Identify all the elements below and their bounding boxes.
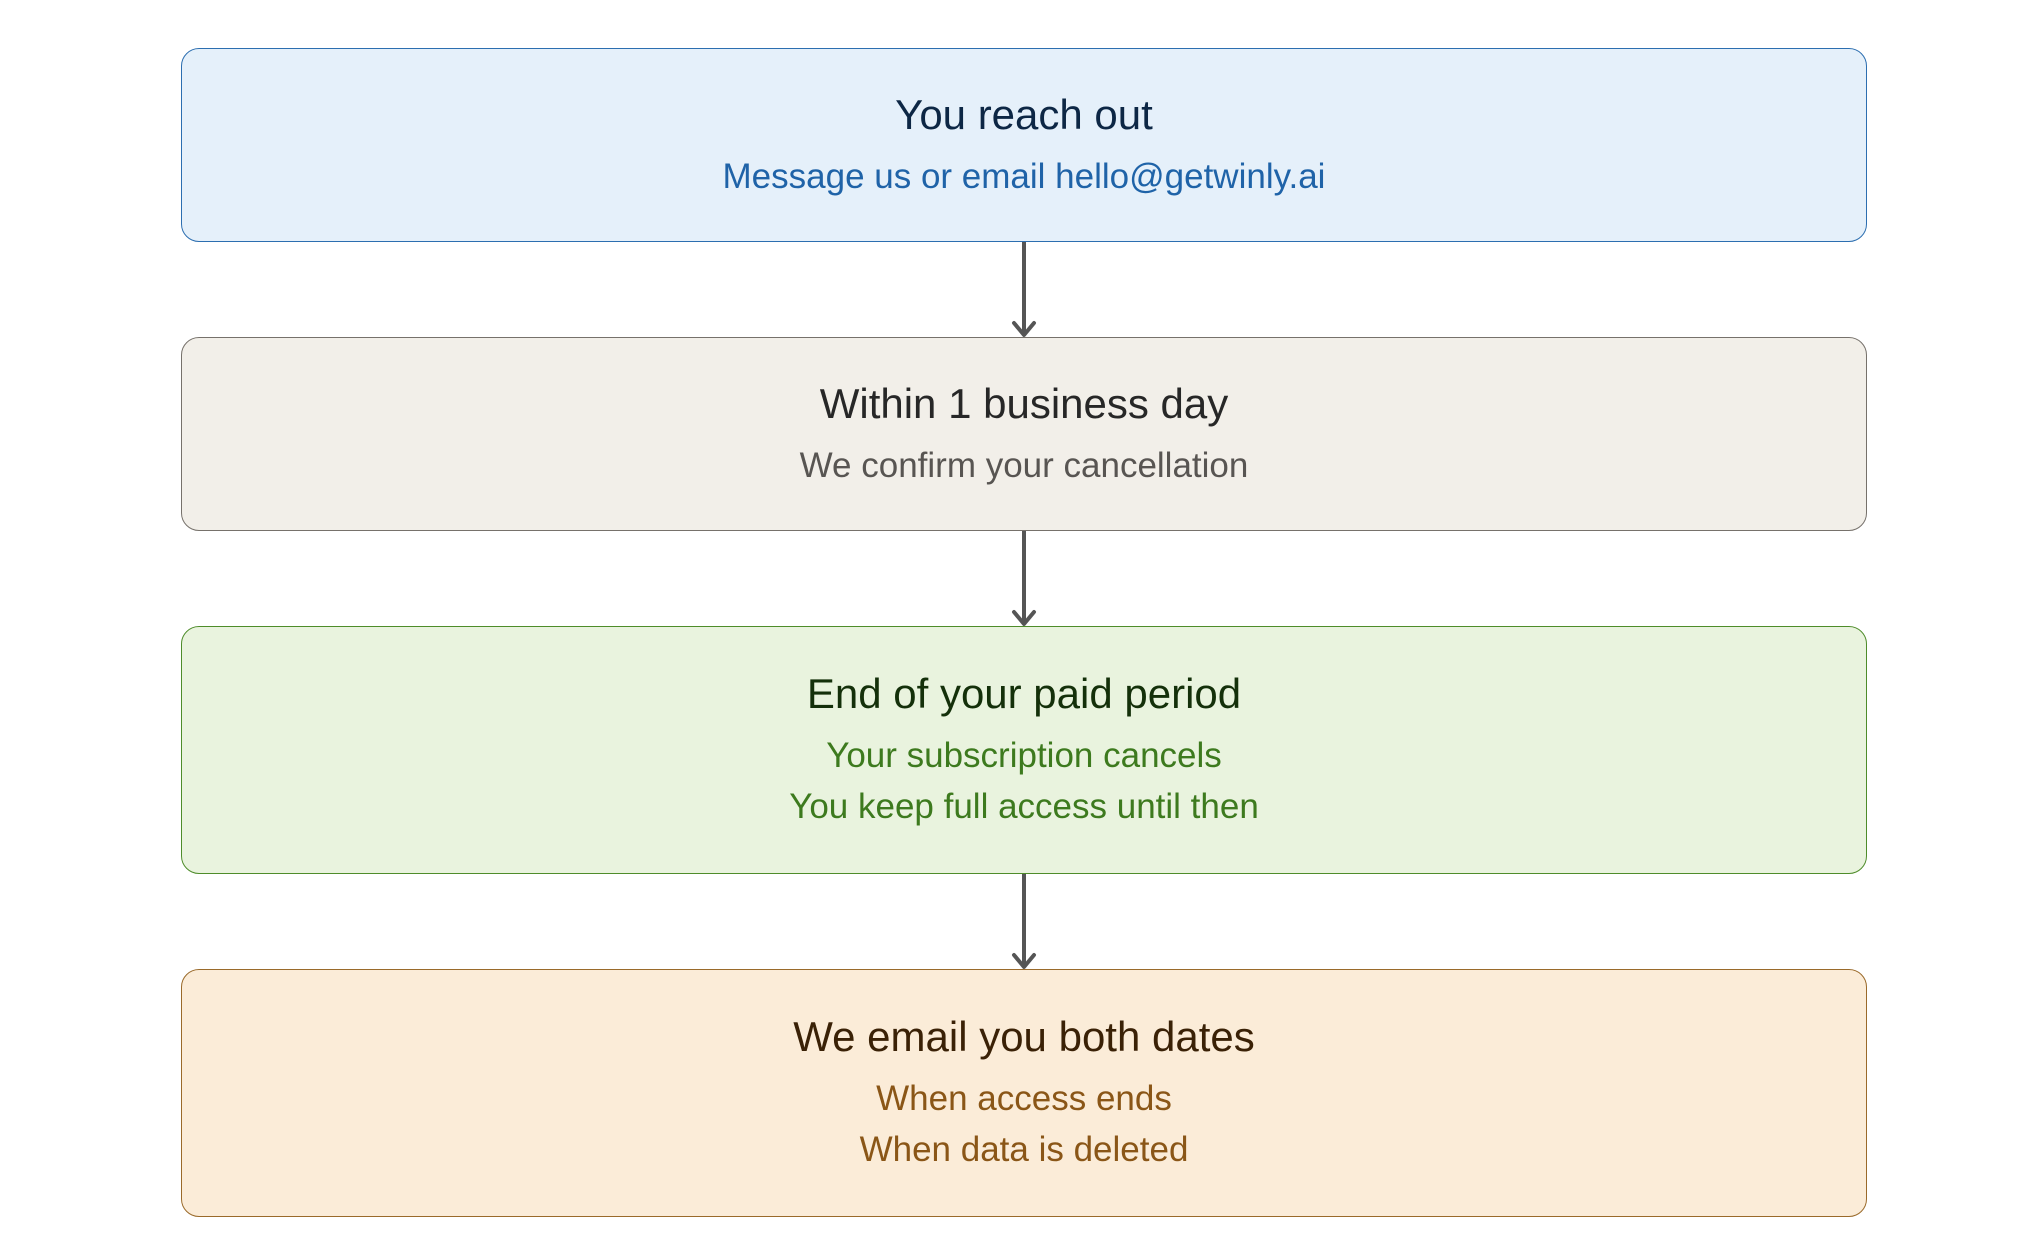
step-detail: Message us or email hello@getwinly.ai xyxy=(722,156,1326,196)
step-detail: We confirm your cancellation xyxy=(799,445,1249,485)
step-title: End of your paid period xyxy=(806,670,1242,717)
step-box-paid-period-end: End of your paid period Your subscriptio… xyxy=(181,626,1867,874)
step-title: Within 1 business day xyxy=(819,379,1229,427)
step-box-confirmation: Within 1 business day We confirm your ca… xyxy=(181,337,1867,531)
step-detail: When data is deleted xyxy=(859,1130,1189,1169)
step-title: We email you both dates xyxy=(793,1013,1255,1060)
step-detail: Your subscription cancels xyxy=(826,736,1222,775)
step-detail: When access ends xyxy=(876,1079,1172,1118)
arrow-step-3-to-4 xyxy=(1012,874,1036,969)
step-title: You reach out xyxy=(895,90,1153,138)
step-detail: You keep full access until then xyxy=(789,787,1259,826)
step-box-email-dates: We email you both dates When access ends… xyxy=(181,969,1867,1217)
step-box-reach-out: You reach out Message us or email hello@… xyxy=(181,48,1867,242)
arrow-step-2-to-3 xyxy=(1012,531,1036,626)
arrow-step-1-to-2 xyxy=(1012,242,1036,337)
